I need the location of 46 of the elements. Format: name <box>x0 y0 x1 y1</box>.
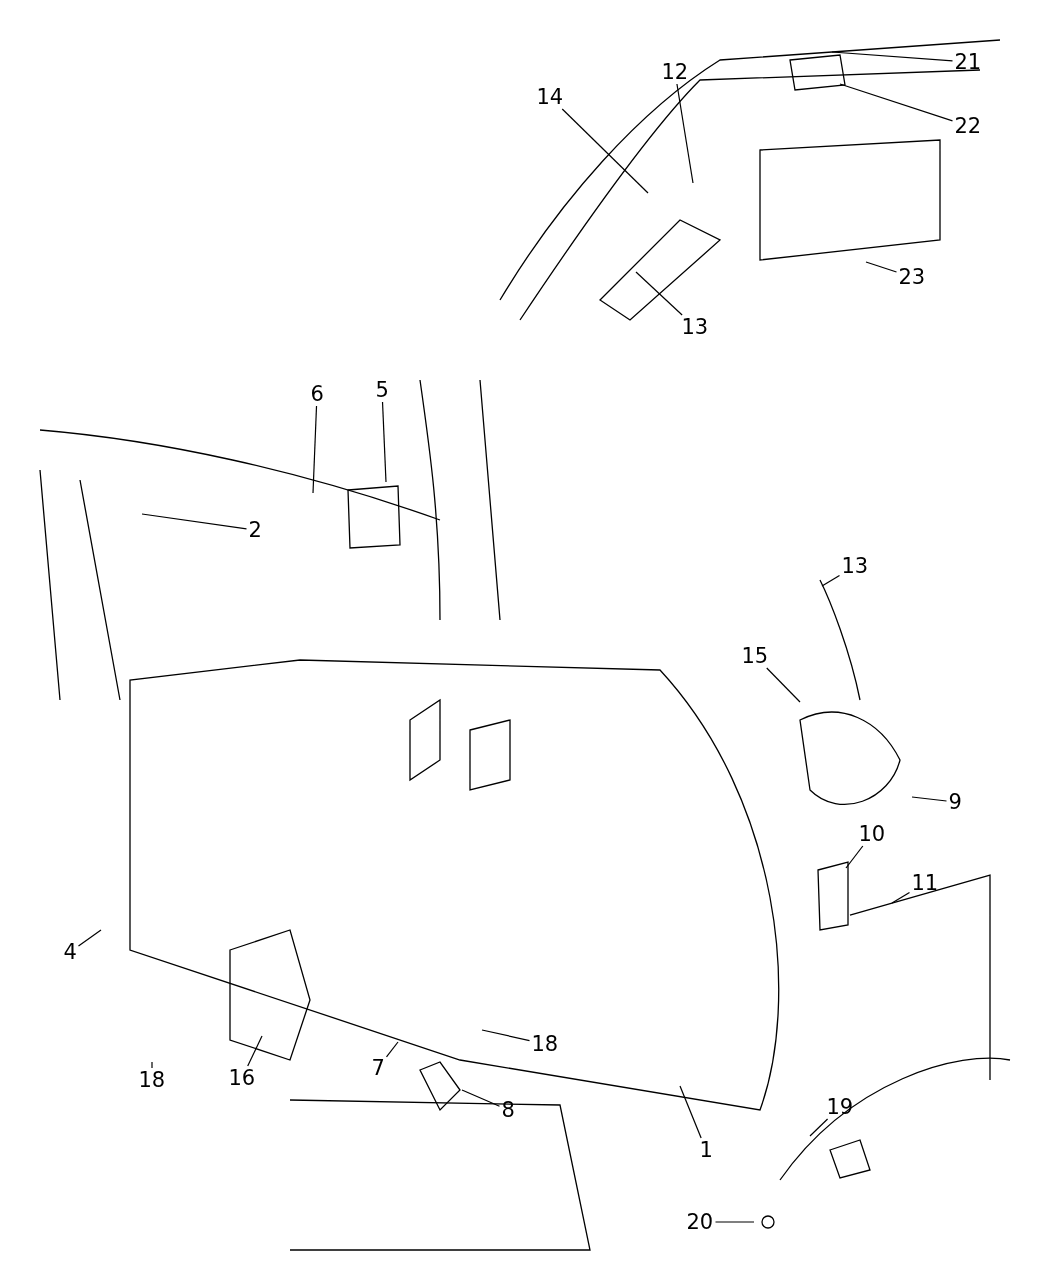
callout-number: 8 <box>501 1098 515 1122</box>
leader-line <box>679 1085 702 1139</box>
callout-number: 1 <box>699 1138 713 1162</box>
callout-number: 14 <box>536 85 564 109</box>
callout-number: 5 <box>375 378 389 402</box>
callout-number: 23 <box>898 265 926 289</box>
callout-number: 20 <box>686 1210 714 1234</box>
callout-number: 2 <box>248 518 262 542</box>
leader-line <box>766 667 801 703</box>
callout-number: 18 <box>531 1032 559 1056</box>
leader-line <box>635 271 683 316</box>
callout-number: 12 <box>661 60 689 84</box>
leader-line <box>809 1118 829 1137</box>
callout-number: 7 <box>371 1056 385 1080</box>
leader-line <box>481 1029 531 1042</box>
leader-line <box>821 574 841 587</box>
callout-number: 10 <box>858 822 886 846</box>
leader-line <box>891 891 911 904</box>
leader-line <box>247 1035 263 1067</box>
leader-line <box>77 929 102 947</box>
callout-number: 16 <box>228 1066 256 1090</box>
callout-number: 6 <box>310 382 324 406</box>
callout-number: 4 <box>63 940 77 964</box>
leader-line <box>461 1089 501 1107</box>
leader-line <box>839 83 954 122</box>
leader-line <box>561 108 649 194</box>
callout-number: 13 <box>841 554 869 578</box>
callout-number: 15 <box>741 644 769 668</box>
leader-line <box>831 51 954 62</box>
leader-line <box>381 401 387 483</box>
leader-line <box>911 796 948 802</box>
callout-number: 21 <box>954 50 982 74</box>
callout-number: 22 <box>954 114 982 138</box>
leader-line <box>714 1221 755 1223</box>
leader-line <box>845 845 864 869</box>
callout-number: 11 <box>911 871 939 895</box>
leader-line <box>865 261 898 273</box>
callout-number: 9 <box>948 790 962 814</box>
leader-line <box>676 83 694 184</box>
callout-number: 18 <box>138 1068 166 1092</box>
leader-line <box>385 1041 399 1058</box>
leader-line <box>312 405 318 494</box>
callout-number: 19 <box>826 1095 854 1119</box>
callout-number: 13 <box>681 315 709 339</box>
leader-line <box>141 513 248 530</box>
leader-line <box>151 1061 153 1069</box>
